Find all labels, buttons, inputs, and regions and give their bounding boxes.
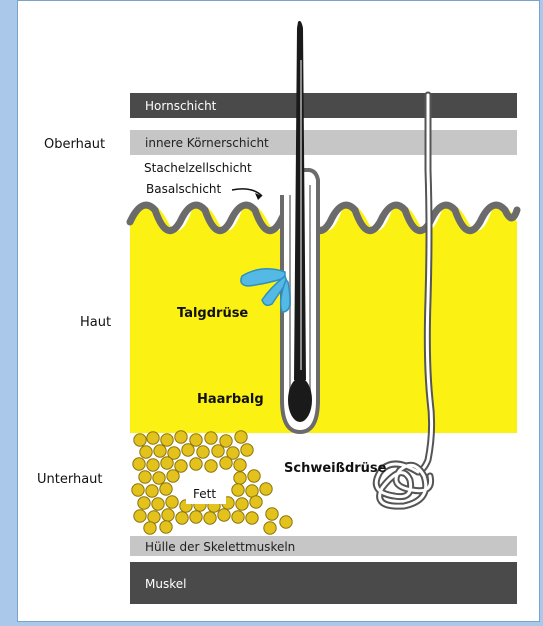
fat-globule-icon (162, 509, 174, 521)
fat-globule-icon (212, 445, 224, 457)
fat-globule-icon (139, 471, 151, 483)
fat-globule-icon (152, 498, 164, 510)
fat-globule-icon (160, 521, 172, 533)
fat-globule-icon (190, 458, 202, 470)
fat-globule-icon (190, 434, 202, 446)
fat-globule-icon (241, 444, 253, 456)
fat-globule-icon (160, 483, 172, 495)
fat-globule-icon (248, 470, 260, 482)
label-skelettmuskelhuelle: Hülle der Skelettmuskeln (145, 540, 295, 554)
fat-globule-icon (147, 432, 159, 444)
fat-globule-icon (132, 484, 144, 496)
fat-globule-icon (264, 522, 276, 534)
label-haarbalg: Haarbalg (197, 392, 264, 407)
fat-globule-icon (134, 510, 146, 522)
label-muskel: Muskel (145, 577, 186, 591)
fat-globule-icon (266, 508, 278, 520)
fat-globule-icon (190, 511, 202, 523)
fat-globule-icon (260, 483, 272, 495)
fat-globule-icon (176, 512, 188, 524)
fat-globule-icon (153, 472, 165, 484)
hair-bulb (288, 378, 312, 422)
label-basalschicht: Basalschicht (146, 182, 222, 196)
fat-globule-icon (146, 485, 158, 497)
label-haut: Haut (80, 315, 111, 330)
label-unterhaut: Unterhaut (37, 472, 103, 487)
fat-globule-icon (234, 472, 246, 484)
fat-globule-icon (220, 457, 232, 469)
fat-globule-icon (166, 496, 178, 508)
label-schweissdruese: Schweißdrüse (284, 461, 387, 476)
fat-globule-icon (280, 516, 292, 528)
fat-globule-icon (140, 446, 152, 458)
fat-globule-icon (232, 511, 244, 523)
label-hornschicht: Hornschicht (145, 99, 217, 113)
fat-globule-icon (235, 431, 247, 443)
fat-globule-icon (134, 434, 146, 446)
fat-globule-icon (205, 432, 217, 444)
label-oberhaut: Oberhaut (44, 137, 105, 152)
label-fett: Fett (193, 487, 216, 501)
fat-globule-icon (218, 509, 230, 521)
fat-globule-icon (205, 460, 217, 472)
fat-globule-icon (175, 431, 187, 443)
fat-globule-icon (138, 497, 150, 509)
fat-globule-icon (234, 459, 246, 471)
muskel-band (130, 562, 517, 604)
label-stachelzellschicht: Stachelzellschicht (144, 161, 252, 175)
fat-globule-icon (204, 512, 216, 524)
fat-globule-icon (232, 484, 244, 496)
fat-globule-icon (182, 444, 194, 456)
fat-globule-icon (167, 470, 179, 482)
fat-globule-icon (236, 498, 248, 510)
label-talgdruese: Talgdrüse (177, 306, 248, 321)
fat-globule-icon (133, 458, 145, 470)
hair-shaft-icon (294, 21, 306, 380)
fat-globule-icon (154, 445, 166, 457)
fat-globule-icon (197, 446, 209, 458)
fat-globule-icon (220, 435, 232, 447)
fat-globule-icon (144, 522, 156, 534)
fat-globule-icon (246, 512, 258, 524)
fat-globule-icon (161, 457, 173, 469)
fat-globule-icon (250, 496, 262, 508)
label-koernerschicht: innere Körnerschicht (145, 136, 269, 150)
fat-globule-icon (175, 460, 187, 472)
fat-globule-icon (161, 434, 173, 446)
fat-globule-icon (147, 459, 159, 471)
